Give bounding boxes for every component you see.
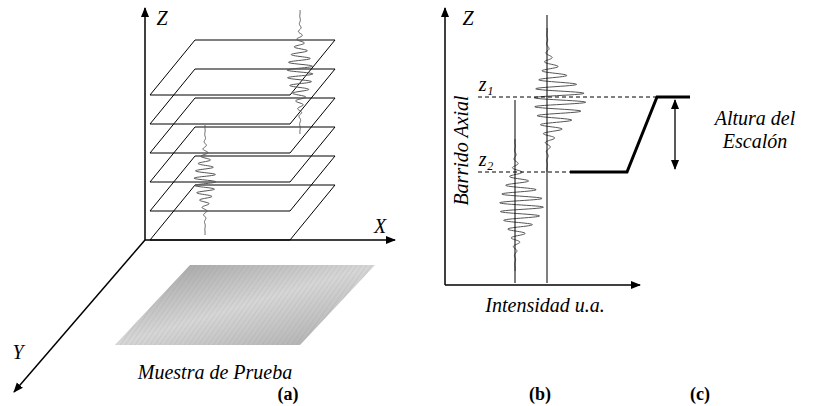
panel-label: (a)	[278, 384, 299, 405]
panel-label: (c)	[690, 384, 710, 405]
scan-planes	[150, 40, 335, 240]
scan-plane	[150, 98, 335, 153]
wave-packet	[500, 139, 544, 271]
baseline	[547, 15, 548, 283]
scan-plane	[150, 156, 335, 211]
axis-label: Intensidad u.a.	[485, 294, 604, 317]
axis-label: Z	[462, 7, 473, 30]
z-axis	[444, 8, 446, 285]
y-axis	[14, 240, 145, 392]
level-label: z₁	[479, 73, 494, 96]
z-axis	[144, 8, 146, 240]
interferograms	[194, 10, 586, 271]
axis-label: Y	[12, 341, 23, 364]
height-arrow	[674, 100, 675, 169]
wave-packet	[534, 28, 586, 172]
wave-packet	[194, 125, 216, 235]
axis-label: Barrido Axial	[450, 95, 473, 205]
scan-plane	[150, 185, 335, 240]
intensity-axis	[445, 284, 640, 286]
axis-label: X	[374, 215, 386, 238]
level-label: z₂	[479, 148, 494, 171]
scan-plane	[150, 69, 335, 124]
scan-plane	[150, 127, 335, 182]
baseline	[515, 100, 516, 283]
caption-text: Muestra de Prueba	[138, 361, 292, 384]
test-sample	[115, 265, 375, 345]
dimension-label: Altura del Escalón	[698, 107, 813, 153]
step-profile	[570, 97, 690, 172]
wave-packet	[287, 10, 313, 134]
axis-label: Z	[156, 7, 167, 30]
panel-label: (b)	[529, 384, 551, 405]
sample-texture	[115, 265, 375, 345]
